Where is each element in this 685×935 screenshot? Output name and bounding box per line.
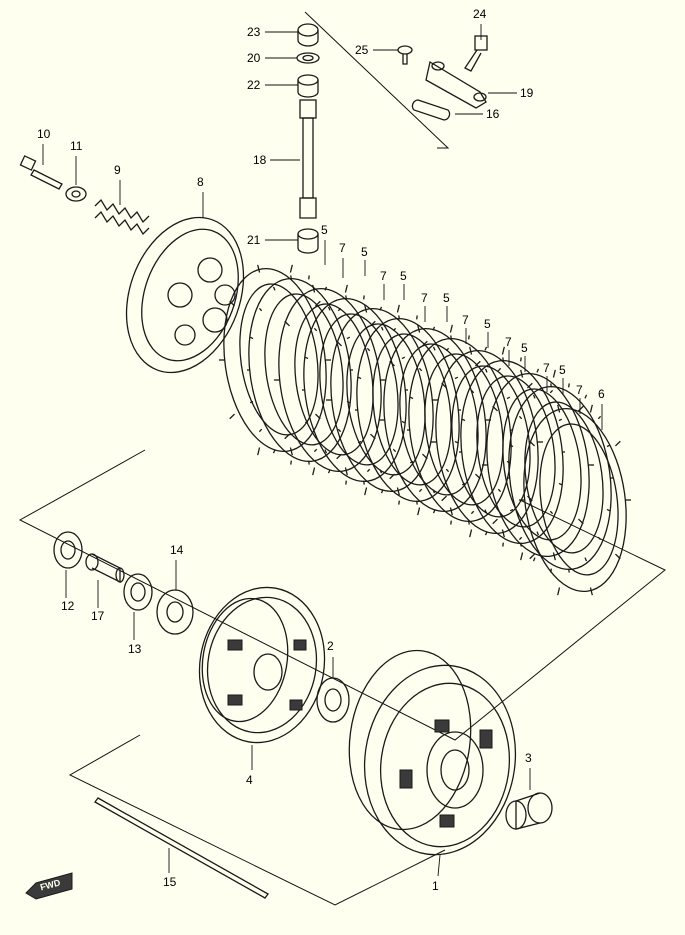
callout-number: 14 — [170, 543, 184, 557]
callout-number: 22 — [247, 78, 261, 92]
callout-number: 7 — [505, 335, 512, 349]
callout-labels: 1234567891011121314151617181920212223242… — [37, 7, 605, 893]
part-18-shaft — [299, 99, 317, 219]
friction-plate — [219, 264, 331, 456]
callout-number: 17 — [91, 609, 105, 623]
callout-number: 1 — [432, 879, 439, 893]
callout-number: 2 — [327, 639, 334, 653]
callout-number: 11 — [70, 139, 83, 153]
callout-number: 4 — [246, 773, 253, 787]
callout-number: 5 — [484, 317, 491, 331]
part-8-pressure-plate — [125, 216, 245, 374]
part-17-sleeve — [85, 553, 125, 584]
callout-number: 5 — [321, 223, 328, 237]
callout-number: 18 — [253, 153, 267, 167]
callout-number: 7 — [421, 291, 428, 305]
steel-plate — [459, 357, 565, 547]
callout-number: 16 — [486, 107, 500, 121]
frame-middle — [18, 449, 666, 741]
part-12-bearing — [53, 531, 83, 569]
friction-plate — [379, 324, 491, 516]
frame-lines — [18, 11, 666, 906]
part-13-nut — [123, 573, 153, 611]
part-1-clutch-housing — [348, 649, 517, 856]
frame-top — [304, 11, 450, 149]
callout-number: 5 — [400, 269, 407, 283]
callout-number: 24 — [473, 7, 487, 21]
part-2-washer — [316, 677, 350, 723]
callout-number: 9 — [114, 163, 121, 177]
clutch-plate-stack — [219, 264, 631, 596]
callout-number: 5 — [521, 341, 528, 355]
part-22-bearing — [297, 74, 319, 98]
callout-number: 7 — [543, 361, 550, 375]
part-16-plate — [411, 99, 451, 121]
callout-number: 7 — [339, 241, 346, 255]
part-3-spacer — [505, 792, 553, 830]
fwd-arrow-icon: FWD — [25, 872, 73, 900]
callout-number: 5 — [361, 245, 368, 259]
callout-number: 12 — [61, 599, 75, 613]
callout-number: 5 — [443, 291, 450, 305]
callout-number: 10 — [37, 127, 51, 141]
part-23-nut — [297, 23, 319, 47]
leader-line — [437, 854, 441, 877]
callout-number: 7 — [576, 383, 583, 397]
part-20-washer — [296, 52, 320, 64]
part-19-lever — [425, 60, 487, 109]
callout-number: 6 — [598, 387, 605, 401]
part-11-washer — [65, 186, 87, 202]
friction-plate — [482, 369, 594, 561]
steel-plate — [507, 383, 613, 573]
callout-number: 8 — [197, 175, 204, 189]
callout-number: 25 — [355, 43, 369, 57]
part-21-bearing — [297, 228, 319, 254]
part-14-lock-washer — [156, 589, 194, 635]
callout-number: 19 — [520, 86, 534, 100]
callout-number: 21 — [247, 233, 261, 247]
callout-number: 5 — [559, 363, 566, 377]
callout-number: 7 — [380, 269, 387, 283]
steel-plate — [407, 335, 513, 525]
part-25-screw — [397, 45, 413, 65]
steel-plate — [355, 315, 461, 505]
callout-number: 13 — [128, 642, 142, 656]
part-4-clutch-hub — [198, 586, 326, 744]
friction-plate — [326, 304, 438, 496]
part-10-bolt — [19, 155, 63, 190]
friction-plate — [519, 404, 631, 596]
callout-number: 15 — [163, 875, 177, 889]
callout-number: 23 — [247, 25, 261, 39]
part-9-spring — [94, 198, 150, 236]
frame-bottom — [68, 734, 446, 906]
part-15-push-rod — [94, 797, 269, 899]
steel-plate — [302, 295, 408, 485]
callout-number: 7 — [462, 313, 469, 327]
callout-number: 3 — [525, 751, 532, 765]
part-24-bolt — [464, 35, 488, 72]
friction-plate — [274, 284, 386, 476]
callout-number: 20 — [247, 51, 261, 65]
